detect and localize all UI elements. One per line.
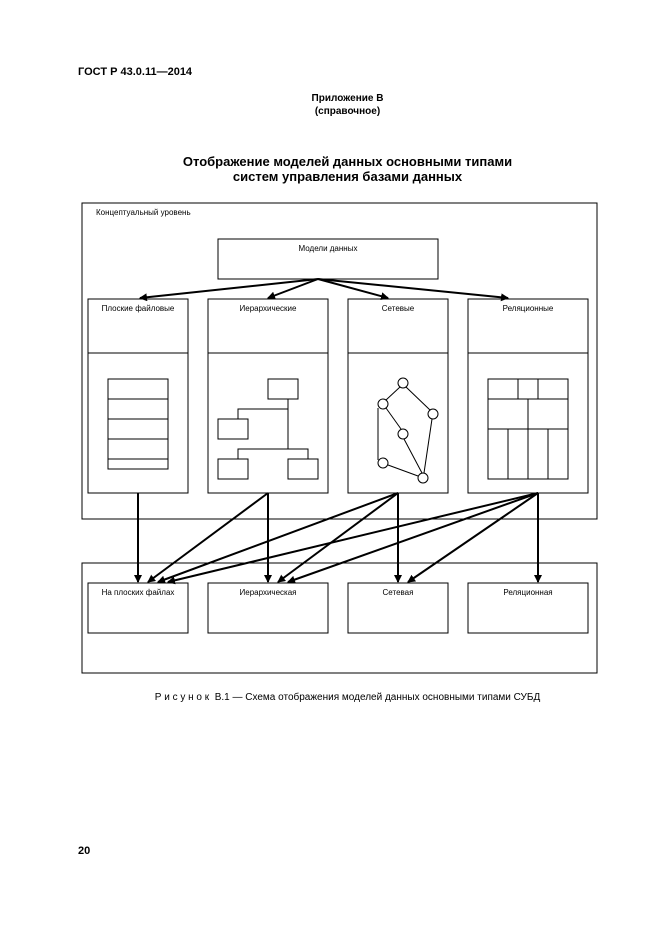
dbms-level-frame (81, 562, 598, 674)
appendix-subtitle: (справочное) (314, 106, 381, 117)
section-title-line1: Отображение моделей данных основными тип… (182, 154, 513, 169)
model-label-hierarchical: Иерархические (240, 304, 298, 313)
model-label-relational: Реляционные (503, 304, 554, 313)
dbms-label-hierarchical: Иерархическая (240, 588, 297, 597)
dbms-label-network: Сетевая (383, 588, 414, 597)
conceptual-level-label: Концептуальный уровень (96, 208, 191, 217)
mapping-arrows (134, 278, 542, 585)
flat-file-icon (107, 378, 169, 470)
model-label-flat: Плоские файловые (102, 304, 175, 313)
model-boxes (87, 298, 589, 494)
conceptual-level-frame (81, 202, 598, 520)
dbms-boxes (87, 582, 589, 634)
dbms-label-flat: На плоских файлах (102, 588, 175, 597)
document-number: ГОСТ Р 43.0.11—2014 (78, 66, 193, 78)
model-label-network: Сетевые (382, 304, 415, 313)
page-number: 20 (78, 845, 91, 857)
figure-caption: Р и с у н о к В.1 — Схема отображения мо… (154, 692, 541, 703)
hierarchy-icon (217, 378, 319, 480)
dbms-label-relational: Реляционная (503, 588, 552, 597)
appendix-title: Приложение В (311, 93, 384, 104)
relational-icon (487, 378, 569, 480)
network-icon (377, 377, 439, 484)
section-title-line2: систем управления базами данных (232, 169, 463, 184)
root-label: Модели данных (299, 244, 358, 253)
